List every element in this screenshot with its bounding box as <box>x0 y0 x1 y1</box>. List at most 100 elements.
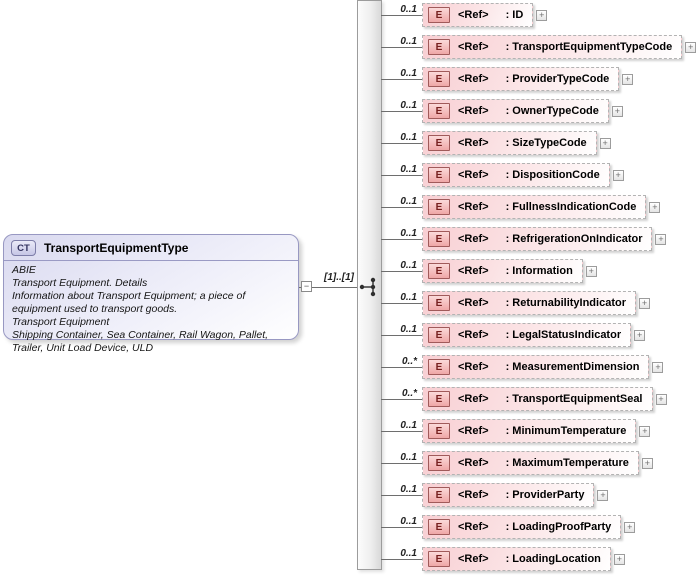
element-connector-line <box>381 527 422 528</box>
element-box[interactable]: E <Ref> : Information + <box>422 259 597 283</box>
element-box[interactable]: E <Ref> : LoadingLocation + <box>422 547 625 571</box>
element-ref-label: <Ref> <box>458 329 489 341</box>
element-box[interactable]: E <Ref> : DispositionCode + <box>422 163 624 187</box>
element-cardinality-label: 0..1 <box>400 164 417 175</box>
element-badge: E <box>428 391 450 407</box>
element-badge: E <box>428 263 450 279</box>
element-name-label: : OwnerTypeCode <box>505 105 599 117</box>
element-name-label: : LoadingLocation <box>505 553 601 565</box>
expand-button[interactable]: + <box>612 170 624 181</box>
plus-icon: + <box>625 74 631 84</box>
expand-button[interactable]: + <box>685 42 696 53</box>
expand-button[interactable]: + <box>599 138 611 149</box>
minus-icon: − <box>303 281 310 291</box>
plus-icon: + <box>614 106 621 116</box>
element-row: 0..1 E <Ref> : FullnessIndicationCode + <box>0 195 696 227</box>
element-name-label: : Information <box>505 265 573 277</box>
expand-button[interactable]: + <box>611 106 623 117</box>
element-badge: E <box>428 7 450 23</box>
element-badge: E <box>428 71 450 87</box>
element-name-label: : MaximumTemperature <box>505 457 629 469</box>
expand-button[interactable]: + <box>649 202 661 213</box>
element-ref-label: <Ref> <box>458 361 489 373</box>
element-cardinality-label: 0..1 <box>400 420 417 431</box>
element-ref-label: <Ref> <box>458 41 489 53</box>
doc-line: ABIE <box>12 264 36 276</box>
connector-line <box>299 287 357 288</box>
element-ref-label: <Ref> <box>458 393 489 405</box>
element-badge: E <box>428 103 450 119</box>
collapse-toggle-button[interactable]: − <box>301 281 312 292</box>
expand-button[interactable]: + <box>641 458 653 469</box>
element-box[interactable]: E <Ref> : ProviderTypeCode + <box>422 67 634 91</box>
element-box[interactable]: E <Ref> : ProviderParty + <box>422 483 609 507</box>
element-ref-label: <Ref> <box>458 201 489 213</box>
element-connector-line <box>381 207 422 208</box>
element-connector-line <box>381 495 422 496</box>
element-box[interactable]: E <Ref> : MinimumTemperature + <box>422 419 651 443</box>
expand-button[interactable]: + <box>585 266 597 277</box>
element-row: 0..* E <Ref> : TransportEquipmentSeal + <box>0 387 696 419</box>
expand-button[interactable]: + <box>655 394 667 405</box>
plus-icon: + <box>658 394 664 404</box>
expand-button[interactable]: + <box>624 522 636 533</box>
complex-type-header: CT TransportEquipmentType <box>4 235 298 259</box>
element-connector-line <box>381 335 422 336</box>
element-cardinality-label: 0..1 <box>400 228 417 239</box>
element-connector-line <box>381 559 422 560</box>
element-box[interactable]: E <Ref> : MeasurementDimension + <box>422 355 664 379</box>
element-row: 0..1 E <Ref> : LoadingLocation + <box>0 547 696 577</box>
element-connector-line <box>381 239 422 240</box>
element-row: 0..1 E <Ref> : MaximumTemperature + <box>0 451 696 483</box>
element-box[interactable]: E <Ref> : ID + <box>422 3 548 27</box>
element-row: 0..1 E <Ref> : LegalStatusIndicator + <box>0 323 696 355</box>
element-cardinality-label: 0..1 <box>400 324 417 335</box>
element-box[interactable]: E <Ref> : MaximumTemperature + <box>422 451 653 475</box>
element-box[interactable]: E <Ref> : SizeTypeCode + <box>422 131 611 155</box>
element-box[interactable]: E <Ref> : TransportEquipmentTypeCode + <box>422 35 696 59</box>
element-box[interactable]: E <Ref> : ReturnabilityIndicator + <box>422 291 650 315</box>
expand-button[interactable]: + <box>622 74 634 85</box>
element-ref-label: <Ref> <box>458 457 489 469</box>
expand-button[interactable]: + <box>652 362 664 373</box>
expand-button[interactable]: + <box>638 298 650 309</box>
plus-icon: + <box>539 10 545 20</box>
element-ref-label: <Ref> <box>458 425 489 437</box>
plus-icon: + <box>642 426 648 436</box>
element-badge: E <box>428 551 450 567</box>
element-row: 0..1 E <Ref> : ProviderParty + <box>0 483 696 515</box>
element-cardinality-label: 0..* <box>401 356 417 367</box>
complex-type-box[interactable]: CT TransportEquipmentType ABIE Transport… <box>3 234 299 354</box>
element-cardinality-label: 0..* <box>401 388 417 399</box>
element-connector-line <box>381 367 422 368</box>
element-connector-line <box>381 47 422 48</box>
element-box[interactable]: E <Ref> : TransportEquipmentSeal + <box>422 387 667 411</box>
element-box[interactable]: E <Ref> : FullnessIndicationCode + <box>422 195 661 219</box>
expand-button[interactable]: + <box>655 234 667 245</box>
expand-button[interactable]: + <box>613 554 625 565</box>
element-connector-line <box>381 111 422 112</box>
doc-line: Information about Transport Equipment; a… <box>12 290 246 315</box>
element-row: 0..1 E <Ref> : ID + <box>0 3 696 35</box>
element-connector-line <box>381 143 422 144</box>
element-box[interactable]: E <Ref> : LegalStatusIndicator + <box>422 323 646 347</box>
element-box[interactable]: E <Ref> : OwnerTypeCode + <box>422 99 623 123</box>
expand-button[interactable]: + <box>536 10 548 21</box>
plus-icon: + <box>652 202 658 212</box>
element-name-label: : ID <box>505 9 524 21</box>
element-ref-label: <Ref> <box>458 297 489 309</box>
plus-icon: + <box>627 522 633 532</box>
element-badge: E <box>428 167 450 183</box>
element-ref-label: <Ref> <box>458 73 489 85</box>
element-name-label: : TransportEquipmentSeal <box>505 393 643 405</box>
element-name-label: : FullnessIndicationCode <box>505 201 637 213</box>
element-box[interactable]: E <Ref> : LoadingProofParty + <box>422 515 636 539</box>
element-box[interactable]: E <Ref> : RefrigerationOnIndicator + <box>422 227 667 251</box>
expand-button[interactable]: + <box>639 426 651 437</box>
element-ref-label: <Ref> <box>458 233 489 245</box>
expand-button[interactable]: + <box>597 490 609 501</box>
element-name-label: : MeasurementDimension <box>505 361 640 373</box>
expand-button[interactable]: + <box>634 330 646 341</box>
element-badge: E <box>428 487 450 503</box>
element-name-label: : TransportEquipmentTypeCode <box>505 41 673 53</box>
